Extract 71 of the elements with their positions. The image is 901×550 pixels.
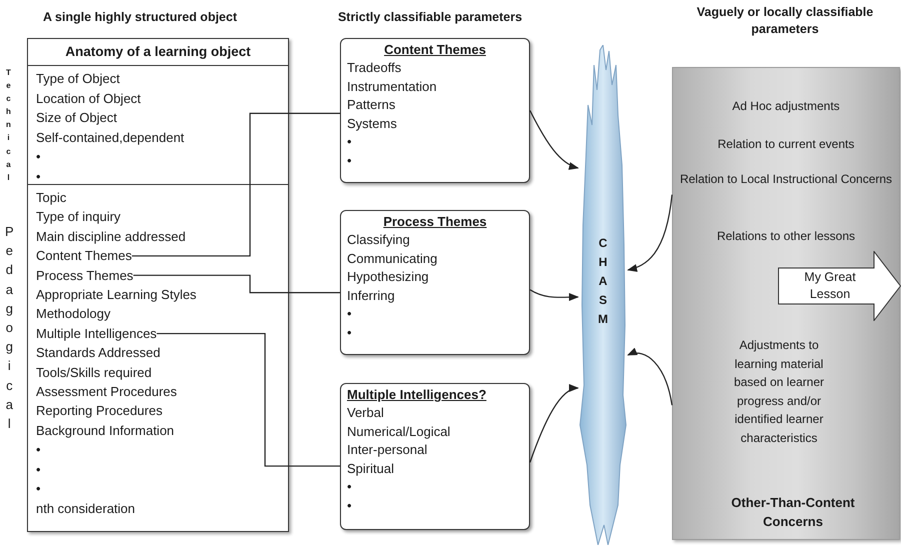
- side-label: Technical: [6, 67, 11, 184]
- table-card: [27, 38, 289, 532]
- theme-card: [340, 383, 530, 530]
- list-item: Numerical/Logical: [347, 422, 452, 441]
- arrow: [529, 385, 579, 463]
- panel-text: Relation to current events: [716, 136, 856, 153]
- list-item: Patterns: [347, 96, 396, 114]
- list-item: Main discipline addressed: [36, 228, 186, 246]
- list-item: Methodology: [36, 305, 110, 324]
- list-item: Reporting Procedures: [36, 402, 162, 420]
- list-item: Background Information: [36, 422, 174, 440]
- list-item: •: [36, 441, 41, 460]
- connector-line: [132, 112, 340, 257]
- list-item: Classifying: [347, 231, 411, 249]
- list-item: Communicating: [347, 250, 438, 268]
- panel-text: Ad Hoc adjustments: [731, 98, 841, 115]
- list-item: Topic: [36, 189, 66, 207]
- side-label: Pedagogical: [5, 223, 14, 434]
- concerns-panel: [672, 67, 900, 540]
- list-item: Type of Object: [36, 70, 120, 88]
- list-item: •: [36, 480, 41, 498]
- list-item: Size of Object: [36, 109, 117, 128]
- list-item: Process Themes: [36, 266, 134, 286]
- list-item: •: [347, 478, 353, 496]
- chasm-label: CHASM: [597, 234, 609, 328]
- connector-line: [133, 274, 340, 294]
- list-item: •: [347, 152, 353, 170]
- theme-card: [340, 210, 530, 355]
- list-item: Inferring: [347, 286, 396, 305]
- list-item: Multiple Intelligences: [36, 324, 157, 344]
- arrow: [627, 194, 673, 272]
- table-heading: Anatomy of a learning object: [28, 39, 288, 66]
- panel-text: Adjustments to learning material based on learner progress and/or identified learner characteristics: [732, 337, 826, 446]
- list-item: Location of Object: [36, 90, 141, 108]
- list-item: •: [36, 148, 41, 166]
- arrow: [529, 110, 579, 170]
- panel-text: Relations to other lessons: [716, 228, 856, 245]
- list-item: Inter-personal: [347, 441, 428, 459]
- arrow: [627, 348, 673, 406]
- list-item: •: [36, 168, 41, 186]
- list-item: Content Themes: [36, 246, 132, 266]
- list-item: Type of inquiry: [36, 208, 121, 226]
- list-item: Appropriate Learning Styles: [36, 286, 196, 304]
- card-heading: Process Themes: [382, 213, 488, 231]
- list-item: •: [347, 496, 353, 514]
- list-item: •: [347, 133, 353, 151]
- list-item: nth consideration: [36, 500, 136, 518]
- list-item: Standards Addressed: [36, 344, 160, 362]
- list-item: •: [36, 460, 41, 479]
- theme-card: [340, 38, 530, 183]
- list-item: Self-contained,dependent: [36, 128, 184, 147]
- list-item: Assessment Procedures: [36, 383, 177, 402]
- column-heading: Strictly classifiable parameters: [336, 9, 524, 26]
- list-item: Systems: [347, 114, 398, 133]
- list-item: Tools/Skills required: [36, 364, 152, 382]
- list-item: Verbal: [347, 404, 385, 422]
- card-heading: Content Themes: [383, 41, 487, 59]
- list-item: Tradeoffs: [347, 59, 402, 77]
- panel-title: Other-Than-Content Concerns: [730, 494, 856, 530]
- arrow: [530, 289, 579, 302]
- connector-line: [156, 332, 340, 467]
- list-item: •: [347, 305, 353, 323]
- list-item: •: [347, 324, 353, 342]
- list-item: Instrumentation: [347, 78, 438, 96]
- arrow-label: My Great Lesson: [803, 269, 857, 303]
- list-item: Spiritual: [347, 460, 395, 478]
- column-heading: Vaguely or locally classifiable parameters: [696, 4, 874, 38]
- card-heading: Multiple Intelligences?: [347, 386, 488, 404]
- list-item: Hypothesizing: [347, 268, 430, 286]
- panel-text: Relation to Local Instructional Concerns: [678, 171, 894, 188]
- column-heading: A single highly structured object: [42, 9, 238, 26]
